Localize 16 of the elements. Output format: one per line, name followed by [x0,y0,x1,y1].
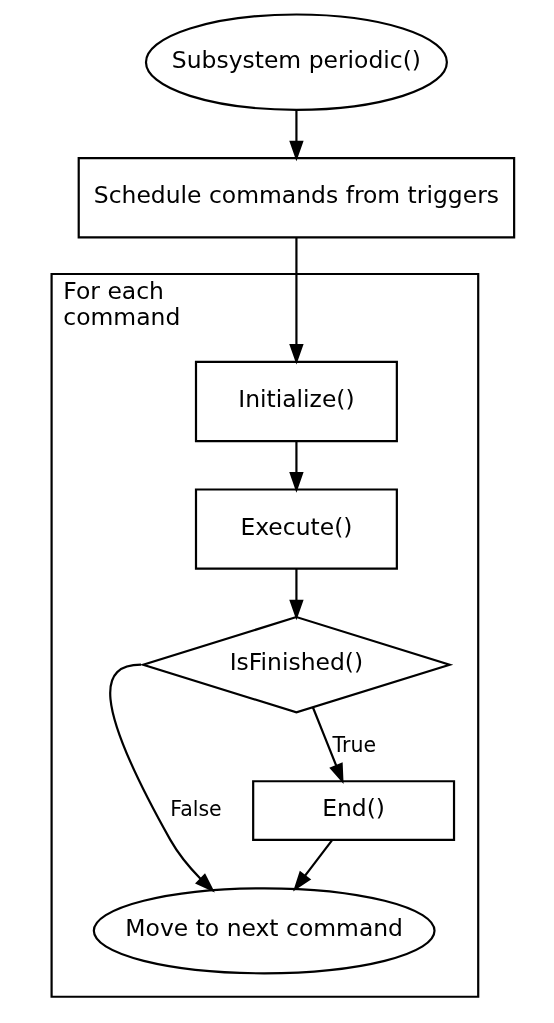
node-box: Schedule commands from triggers [77,157,516,239]
arrow [289,568,304,621]
arrow [293,839,333,892]
arrow [289,441,304,493]
arrow [289,110,304,162]
node-box: Initialize() [194,360,398,443]
arrow [311,707,344,785]
node-diamond: IsFinished() [139,615,454,714]
arrow [109,663,215,893]
edge-label: False [170,797,222,821]
node-ellipse: Move to next command [92,887,436,975]
arrow [289,237,304,365]
node-ellipse: Subsystem periodic() [144,13,448,111]
node-box: End() [252,780,456,841]
edge-label: True [332,733,377,758]
node-box: Execute() [194,488,398,570]
